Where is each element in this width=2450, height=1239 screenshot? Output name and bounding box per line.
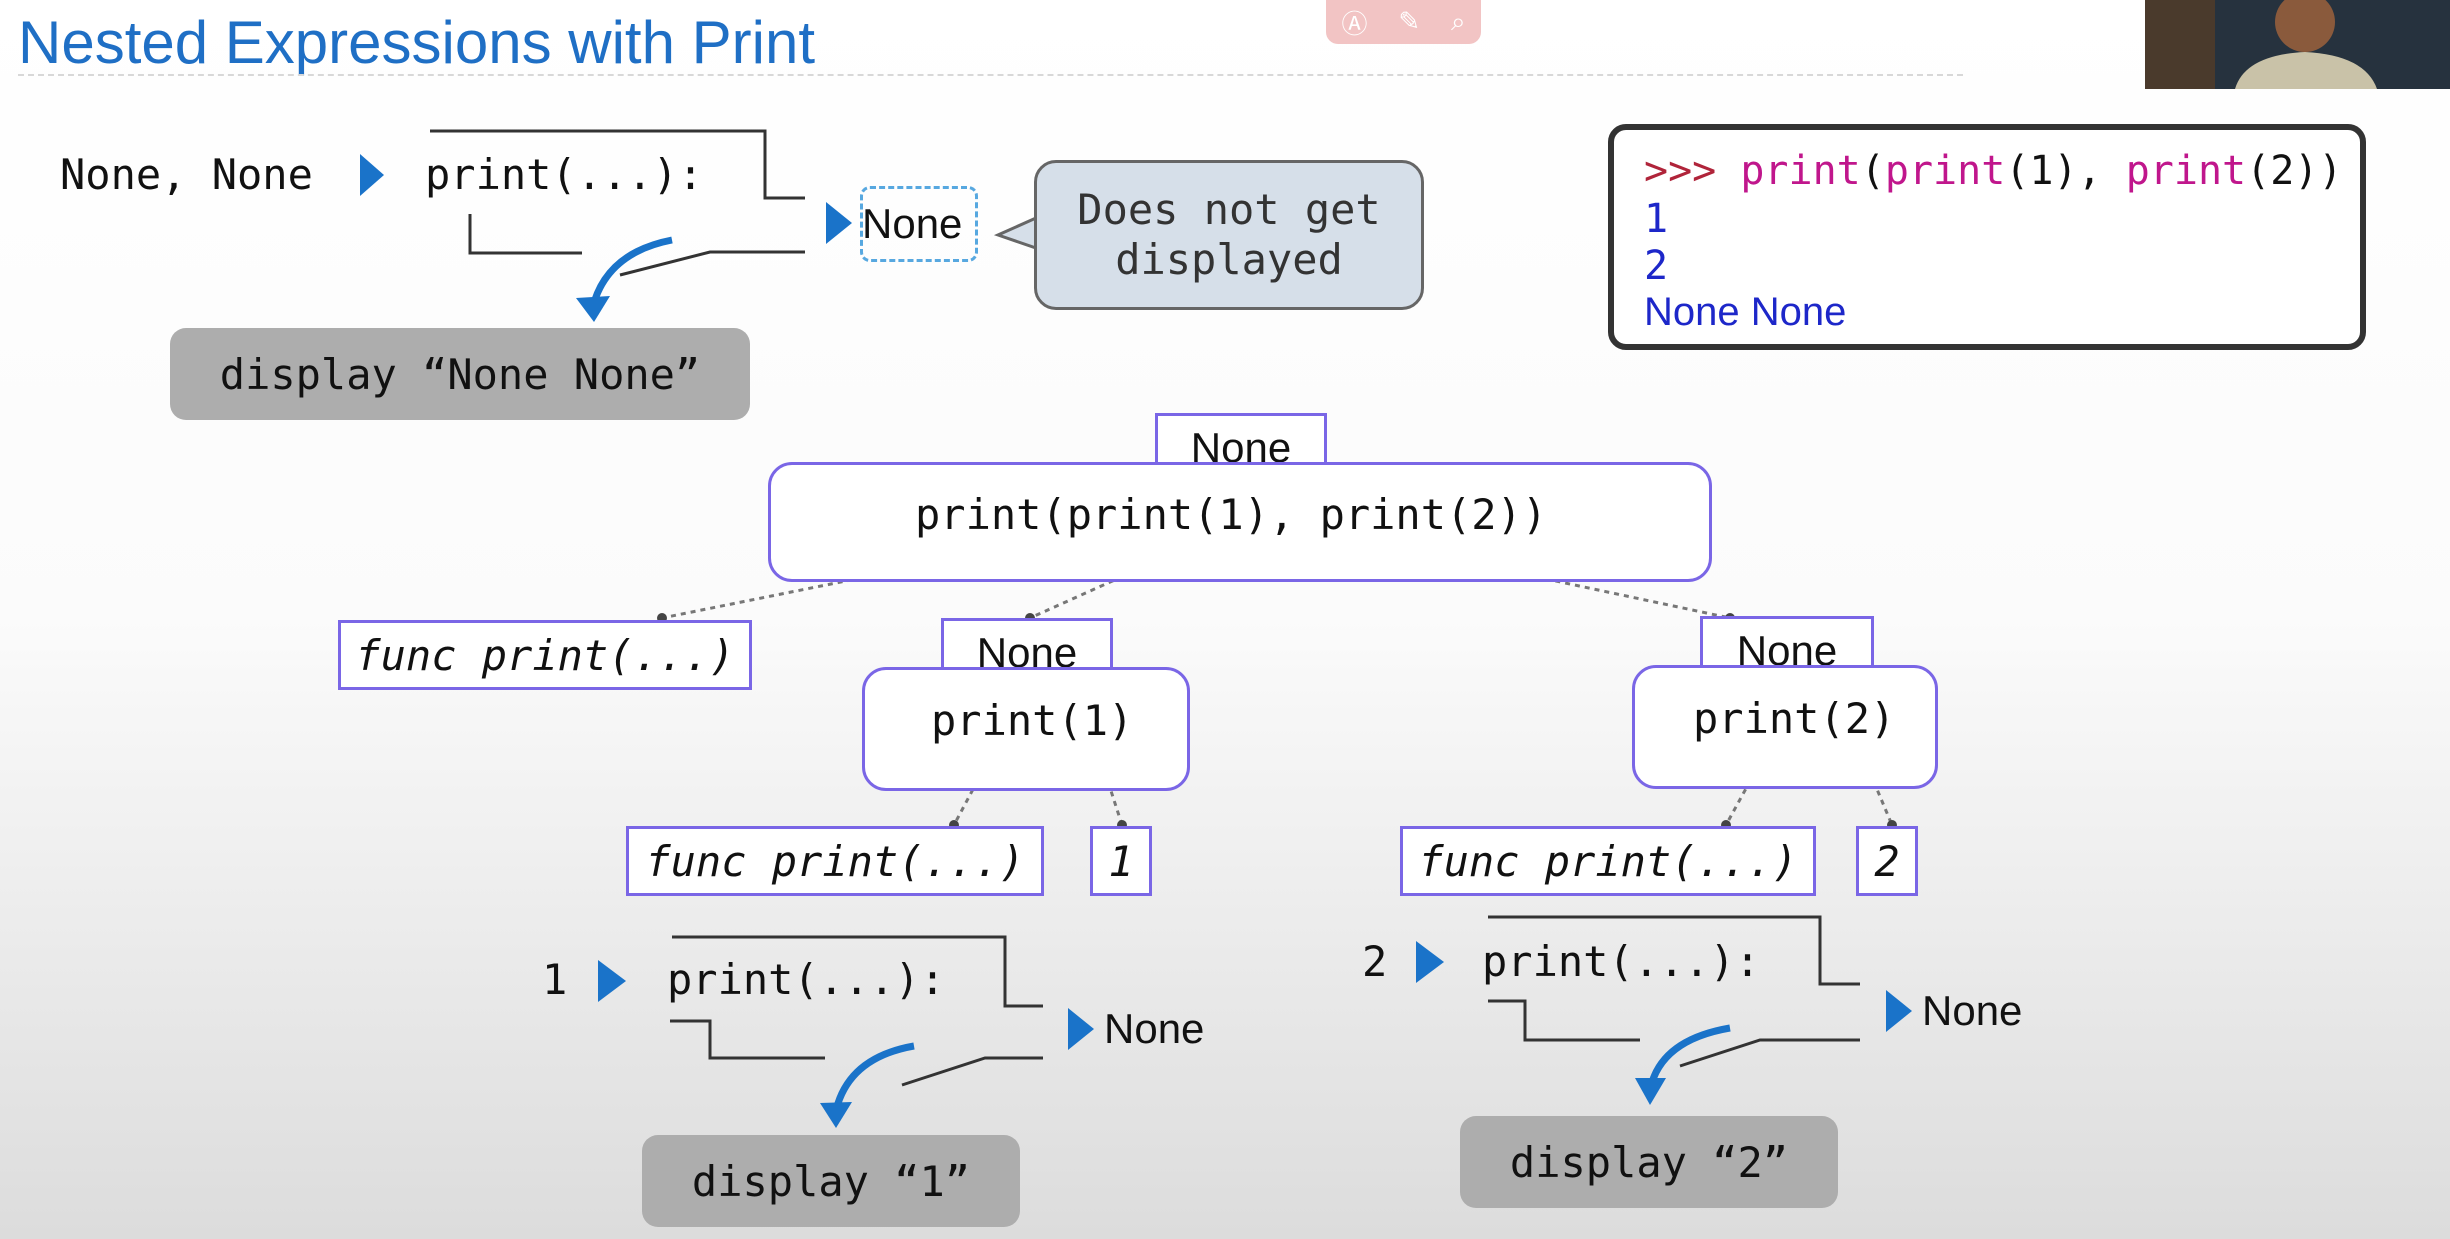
root-operator-box: func print(...) (338, 620, 752, 690)
terminal-input-line: >>> print(print(1), print(2)) (1644, 148, 2342, 194)
right-operator-box: func print(...) (1400, 826, 1816, 896)
top-call-frame (430, 129, 805, 277)
left-call-return: None (1104, 1005, 1205, 1052)
left-call-func: print(...): (667, 955, 946, 1004)
top-call-args: None, None (60, 150, 313, 199)
python-terminal: >>> print(print(1), print(2)) 1 2 None N… (1608, 124, 2366, 350)
left-expression: print(1) (931, 696, 1134, 745)
kw-print: print (1884, 148, 2006, 194)
left-operator-box: func print(...) (626, 826, 1044, 896)
terminal-prompt: >>> (1644, 148, 1717, 194)
bubble-tail (993, 215, 1038, 251)
annotation-toolbar: Ⓐ ✎ ⌕ (1326, 0, 1481, 44)
right-call-func: print(...): (1482, 937, 1761, 986)
terminal-output-3: None None (1644, 290, 1847, 334)
top-return-highlight (860, 186, 978, 262)
root-expression: print(print(1), print(2)) (915, 490, 1548, 539)
terminal-output-1: 1 (1644, 196, 1669, 242)
right-return-arrow-icon (1886, 990, 1912, 1032)
left-return-arrow-icon (1068, 1008, 1094, 1050)
right-expression: print(2) (1693, 694, 1896, 743)
top-call-return: None (862, 200, 963, 247)
right-expression-box (1632, 665, 1938, 789)
top-display-box: display “None None” (170, 328, 750, 420)
left-expression-box (862, 667, 1190, 791)
slide-title: Nested Expressions with Print (18, 9, 815, 76)
code-arg: (1), (2005, 148, 2126, 194)
right-call-frame (1488, 915, 1860, 1068)
left-display-box: display “1” (642, 1135, 1020, 1227)
title-divider (18, 74, 1963, 76)
left-call-frame (670, 935, 1043, 1087)
kw-print: print (2125, 148, 2247, 194)
pen-icon[interactable]: ✎ (1398, 7, 1421, 37)
terminal-output-2: 2 (1644, 243, 1669, 289)
root-expression-box (768, 462, 1712, 582)
top-call-func: print(...): (425, 150, 704, 199)
right-operand-box: 2 (1856, 826, 1918, 896)
top-arg-arrow-icon (360, 154, 384, 196)
top-return-arrow-icon (826, 202, 852, 244)
ai-icon[interactable]: Ⓐ (1341, 9, 1368, 40)
code-arg: (2)) (2246, 148, 2343, 194)
right-call-arg: 2 (1362, 937, 1388, 986)
right-display-box: display “2” (1460, 1116, 1838, 1208)
right-arg-arrow-icon (1416, 941, 1444, 983)
right-call-return: None (1922, 987, 2023, 1034)
search-icon[interactable]: ⌕ (1451, 6, 1466, 37)
left-call-arg: 1 (542, 955, 568, 1004)
left-operand-box: 1 (1090, 826, 1152, 896)
code-paren: ( (1860, 148, 1885, 194)
not-displayed-bubble: Does not get displayed (1034, 160, 1424, 310)
kw-print: print (1740, 148, 1861, 194)
presenter-silhouette (2145, 0, 2450, 89)
presenter-webcam (2145, 0, 2450, 89)
left-arg-arrow-icon (598, 960, 626, 1002)
